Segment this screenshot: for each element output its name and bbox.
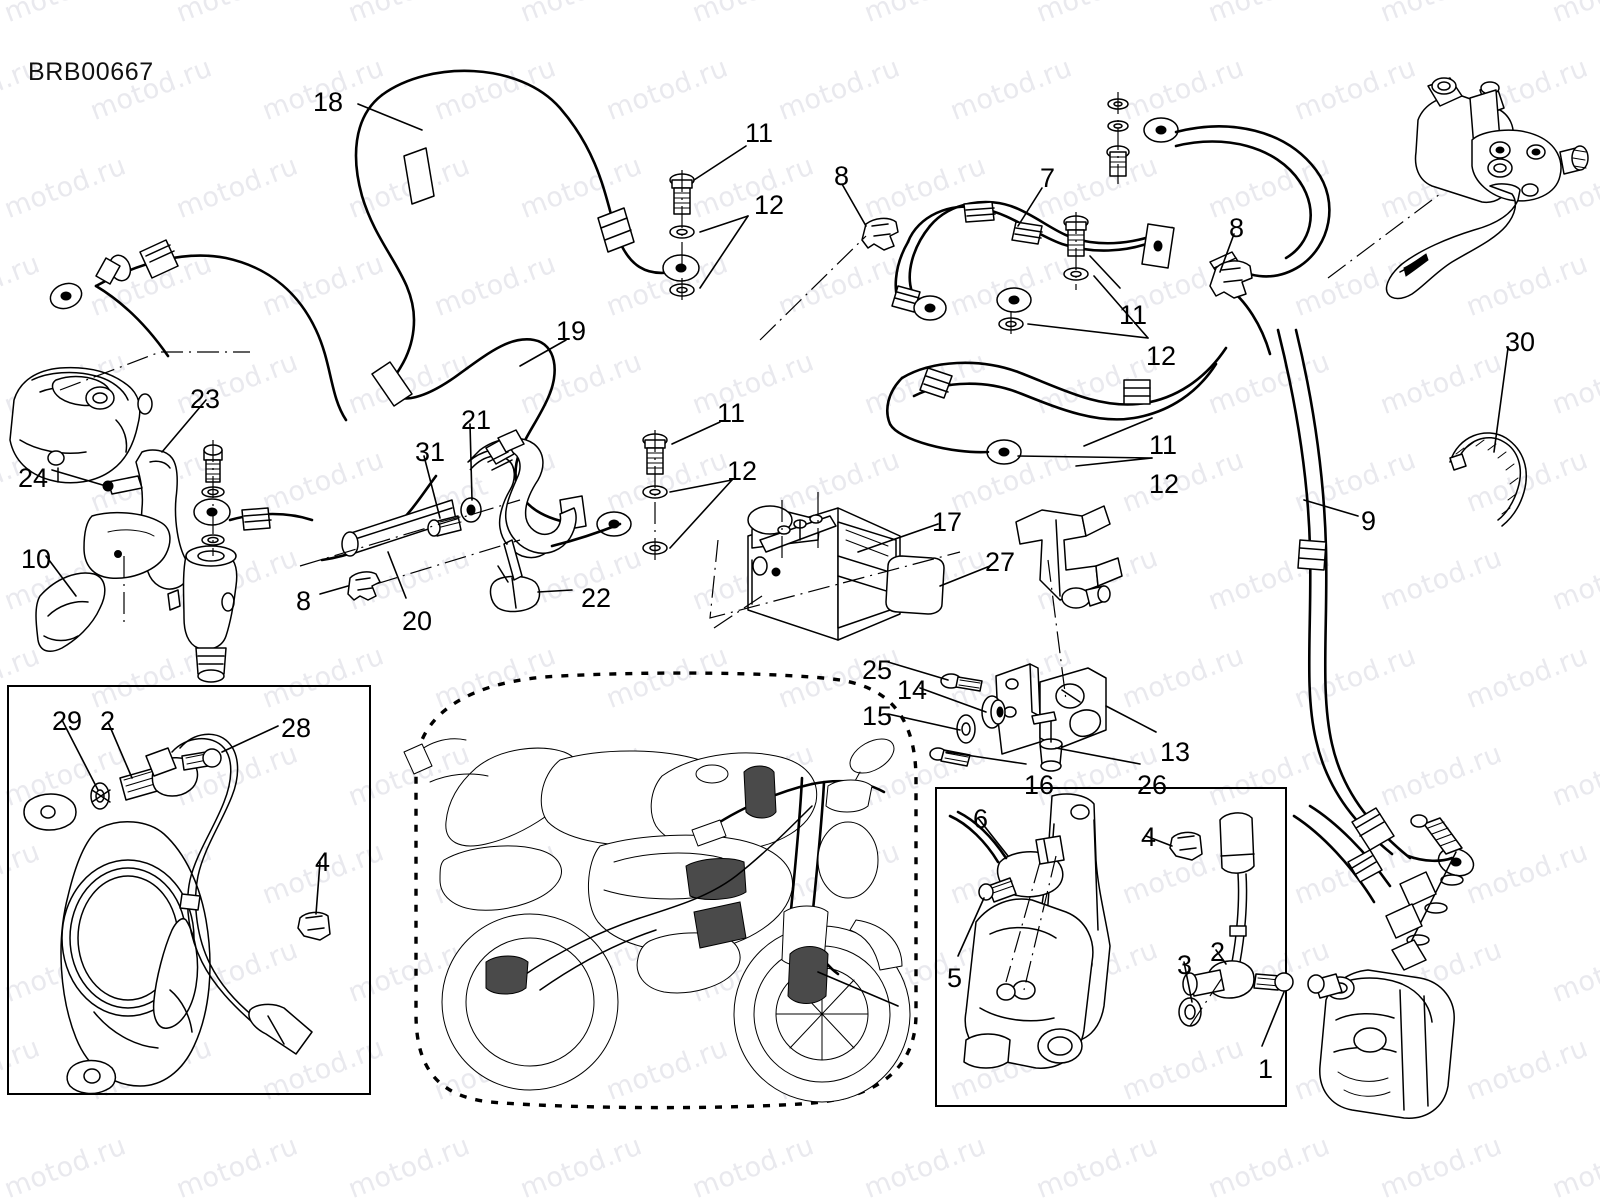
callout-14-rubber-mount-bush: 14 (897, 675, 928, 705)
front-brake-hose-7 (891, 200, 1174, 321)
inset-front-sensor (935, 787, 1294, 1107)
callout-30-hose-protector-spring: 30 (1505, 327, 1536, 357)
hose-protector-30 (1449, 432, 1527, 527)
rear-brake-caliper (9, 366, 141, 484)
brake-hose-9 (1276, 328, 1475, 877)
callout-31-screw: 31 (415, 437, 446, 467)
rear-brake-pedal (299, 429, 577, 613)
abs-unit-17 (713, 492, 901, 641)
callout-17-abs-hydraulic-control-unit: 17 (932, 507, 963, 537)
callout-12-sealing-washer: 12 (1146, 341, 1177, 371)
callout-19-rear-brake-hose-master-to-abs: 19 (556, 316, 587, 346)
callout-4-cable-clip: 4 (315, 847, 331, 877)
callout-3-washer: 3 (1177, 950, 1193, 980)
leader-lines (45, 103, 1509, 1047)
callout-27-abs-unit-cover: 27 (985, 547, 1016, 577)
callout-21-washer: 21 (461, 405, 492, 435)
hose-clip-8-lower (347, 571, 381, 601)
callout-8-hose-clip: 8 (296, 586, 312, 616)
callout-11-banjo-bolt: 11 (1119, 300, 1148, 330)
callout-8-hose-clip: 8 (1229, 213, 1245, 243)
rear-brake-hose-18 (354, 69, 700, 388)
callout-28-sensor-screw: 28 (281, 713, 312, 743)
callout-24-bracket-screw: 24 (18, 463, 49, 493)
callout-16-screw: 16 (1024, 770, 1055, 800)
abs-mount-hardware (929, 673, 1063, 772)
callout-12-sealing-washer: 12 (1149, 469, 1180, 499)
front-caliper-fittings (1292, 804, 1464, 971)
callout-11-banjo-bolt: 11 (1149, 430, 1178, 460)
rear-master-cylinder (167, 440, 238, 683)
callout-4-cable-clip: 4 (1141, 822, 1157, 852)
callout-10-heat-guard: 10 (21, 544, 52, 574)
banjo-stack-c (642, 430, 668, 562)
callout-9-front-brake-hose-abs-to-caliper: 9 (1361, 506, 1377, 536)
callout-11-banjo-bolt: 11 (745, 118, 774, 148)
rear-caliper-hose (49, 239, 348, 422)
abs-support-bracket (1015, 505, 1123, 609)
callout-11-banjo-bolt: 11 (717, 398, 746, 428)
callout-20-spacer: 20 (402, 606, 433, 636)
callout-26-rubber-damper: 26 (1137, 770, 1168, 800)
callout-6-hose-guide: 6 (973, 804, 989, 834)
abs-bracket-13 (995, 663, 1107, 755)
callout-13-abs-mounting-bracket: 13 (1160, 737, 1191, 767)
callout-23-caliper-bracket: 23 (190, 384, 221, 414)
callout-15-washer: 15 (862, 701, 893, 731)
abs-front-line (886, 346, 1228, 465)
callout-7-front-brake-hose: 7 (1040, 163, 1056, 193)
callout-5-guide-screw: 5 (947, 963, 963, 993)
drawing-code: BRB00667 (28, 58, 154, 86)
callout-22-brake-light-switch: 22 (581, 583, 612, 613)
abs-cover-27 (885, 555, 945, 615)
banjo-stack-b (998, 212, 1089, 338)
front-master-cylinder (1385, 77, 1589, 300)
callout-12-sealing-washer: 12 (754, 190, 785, 220)
callout-1-sensor-screw: 1 (1258, 1054, 1274, 1084)
banjo-stack-topright (1106, 92, 1179, 184)
callout-25-abs-mount-screw: 25 (862, 655, 893, 685)
callout-12-sealing-washer: 12 (727, 456, 758, 486)
callout-2-front-wheel-speed-sensor: 2 (1210, 937, 1226, 967)
front-brake-caliper (1307, 969, 1455, 1119)
heat-guard-10 (35, 511, 171, 653)
callout-18-rear-brake-hose-abs-to-caliper: 18 (313, 87, 344, 117)
callout-2-rear-wheel-speed-sensor: 2 (100, 706, 116, 736)
callout-29-sensor-grommet: 29 (52, 706, 83, 736)
banjo-stack-a (669, 170, 695, 306)
vehicle-overview (403, 671, 918, 1110)
hose-clip-8-upper (861, 217, 899, 251)
motorcycle-illustration (403, 738, 911, 1103)
inset-rear-sensor (7, 685, 371, 1095)
callout-8-hose-clip: 8 (834, 161, 850, 191)
front-master-hose (1174, 125, 1331, 356)
